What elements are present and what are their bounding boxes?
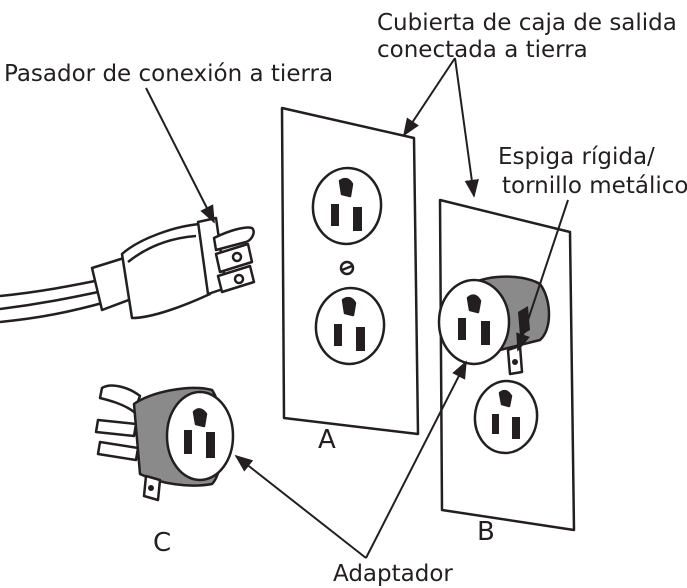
label-adapter: Adaptador bbox=[333, 561, 453, 587]
outlet-b-slot bbox=[512, 417, 520, 439]
arrow-lug bbox=[516, 199, 569, 352]
label-grounding-pin: Pasador de conexión a tierra bbox=[4, 61, 334, 87]
outlet-b-adapter-face bbox=[437, 278, 511, 366]
outlet-a-receptacle-bottom bbox=[314, 286, 386, 366]
outlet-b-cover-plate bbox=[438, 198, 576, 532]
outlet-a-ground-slot bbox=[338, 177, 354, 198]
outlet-b-receptacle-bottom bbox=[473, 379, 539, 455]
arrow-cover-a bbox=[403, 57, 456, 137]
outlet-a-ground-slot bbox=[341, 296, 357, 317]
label-lug-line2: tornillo metálico bbox=[502, 173, 687, 199]
outlet-b-adapter-slot bbox=[458, 318, 466, 340]
plug-cord-line bbox=[0, 289, 104, 311]
label-adapter-c: C bbox=[153, 528, 172, 558]
plug-ground-pin bbox=[212, 226, 255, 252]
label-lug-line1: Espiga rígida/ bbox=[498, 144, 655, 170]
outlet-b-slot bbox=[492, 414, 499, 434]
adapter-c bbox=[94, 384, 235, 502]
arrow-adapter-c bbox=[234, 454, 367, 559]
arrow-adapter-b bbox=[365, 360, 467, 559]
plug-body bbox=[120, 222, 212, 320]
plug-body-detail bbox=[127, 234, 197, 263]
outlet-a-receptacle-top bbox=[311, 166, 383, 246]
adapter-c-face bbox=[165, 390, 235, 482]
outlet-a-slot bbox=[353, 207, 362, 231]
outlet-b-adapter-ground-slot bbox=[466, 294, 482, 314]
outlet-b-adapter-slot bbox=[481, 321, 490, 345]
grounded-plug-illustration bbox=[0, 216, 256, 324]
adapter-c-slot bbox=[184, 430, 192, 454]
adapter-c-ground-slot bbox=[192, 408, 208, 428]
outlet-a bbox=[280, 106, 420, 436]
arrow-cover-b bbox=[454, 57, 479, 198]
outlet-b bbox=[437, 198, 576, 532]
callout-arrows bbox=[145, 57, 569, 559]
label-outlet-a: A bbox=[318, 425, 336, 455]
label-outlet-b: B bbox=[477, 517, 495, 547]
plug-blade-hole bbox=[233, 273, 245, 285]
adapter-c-slot bbox=[206, 432, 215, 458]
adapter-c-blade bbox=[96, 440, 140, 462]
outlet-a-slot bbox=[331, 204, 339, 226]
outlet-b-ground-slot bbox=[498, 389, 513, 408]
label-cover-line1: Cubierta de caja de salida bbox=[377, 10, 677, 36]
outlet-a-slot bbox=[356, 327, 365, 351]
arrow-grounding-pin bbox=[145, 87, 215, 224]
adapter-c-blade bbox=[94, 418, 138, 438]
label-cover-line2: conectada a tierra bbox=[377, 37, 588, 63]
plug-blade-hole bbox=[231, 251, 243, 263]
outlet-a-slot bbox=[334, 324, 342, 346]
